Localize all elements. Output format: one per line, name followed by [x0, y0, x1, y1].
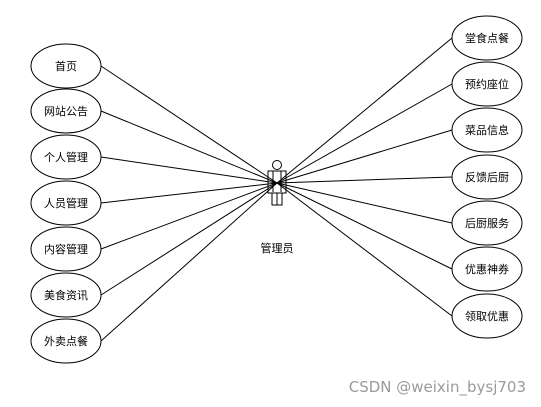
actor-head — [272, 160, 282, 170]
right-connector-5 — [276, 182, 453, 224]
left-connector-5 — [100, 182, 278, 250]
right-use-case-label: 优惠神券 — [465, 262, 509, 276]
left-connector-2 — [100, 110, 278, 184]
right-use-case-ellipse — [451, 61, 523, 107]
left-connector-3 — [100, 156, 278, 184]
left-use-case-ellipse — [30, 134, 102, 180]
left-use-case-label: 首页 — [55, 59, 77, 73]
left-use-case-ellipse — [30, 88, 102, 134]
right-connector-6 — [276, 182, 453, 270]
right-use-case-label: 后厨服务 — [465, 217, 509, 230]
left-use-case-label: 美食资讯 — [44, 288, 88, 302]
right-use-case-2: 预约座位 — [451, 61, 523, 107]
left-use-case-label: 网站公告 — [44, 104, 88, 118]
right-use-case-ellipse — [451, 200, 523, 246]
left-use-case-label: 个人管理 — [44, 150, 88, 164]
right-use-case-7: 领取优惠 — [451, 293, 523, 339]
left-use-case-label: 内容管理 — [44, 242, 88, 256]
right-use-case-ellipse — [451, 154, 523, 200]
left-use-case-4: 人员管理 — [30, 180, 102, 226]
right-use-case-4: 反馈后厨 — [451, 154, 523, 200]
right-use-case-label: 反馈后厨 — [465, 171, 509, 184]
right-use-case-3: 菜品信息 — [451, 107, 523, 153]
right-use-case-label: 预约座位 — [465, 77, 509, 91]
right-use-case-1: 堂食点餐 — [451, 15, 523, 61]
left-connector-7 — [100, 182, 278, 342]
right-use-case-ellipse — [451, 107, 523, 153]
left-use-case-3: 个人管理 — [30, 134, 102, 180]
connector-lines — [100, 37, 453, 342]
right-connector-4 — [276, 176, 453, 184]
left-use-case-ellipse — [30, 43, 102, 89]
right-use-case-label: 菜品信息 — [465, 123, 509, 137]
left-use-case-7: 外卖点餐 — [30, 318, 102, 364]
left-connector-6 — [100, 182, 278, 296]
right-use-case-label: 领取优惠 — [465, 309, 509, 323]
watermark: CSDN @weixin_bysj703 — [349, 378, 526, 397]
right-use-case-ellipse — [451, 246, 523, 292]
left-connector-1 — [100, 65, 278, 184]
right-use-case-6: 优惠神券 — [451, 246, 523, 292]
right-connector-3 — [276, 129, 453, 184]
left-use-case-label: 外卖点餐 — [44, 334, 88, 348]
left-use-case-ellipse — [30, 272, 102, 318]
actor-figure — [267, 160, 287, 206]
right-connector-1 — [276, 37, 453, 184]
left-use-case-ellipse — [30, 226, 102, 272]
actor-label: 管理员 — [261, 241, 294, 255]
left-use-case-1: 首页 — [30, 43, 102, 89]
left-use-case-6: 美食资讯 — [30, 272, 102, 318]
right-connector-7 — [276, 182, 453, 317]
left-use-case-label: 人员管理 — [44, 196, 88, 210]
right-use-case-ellipse — [451, 15, 523, 61]
left-use-case-5: 内容管理 — [30, 226, 102, 272]
left-connector-4 — [100, 182, 278, 204]
right-use-case-label: 堂食点餐 — [465, 31, 509, 45]
left-use-case-ellipse — [30, 318, 102, 364]
right-use-case-5: 后厨服务 — [451, 200, 523, 246]
left-use-case-2: 网站公告 — [30, 88, 102, 134]
right-connector-2 — [276, 83, 453, 184]
right-use-case-ellipse — [451, 293, 523, 339]
left-use-case-ellipse — [30, 180, 102, 226]
